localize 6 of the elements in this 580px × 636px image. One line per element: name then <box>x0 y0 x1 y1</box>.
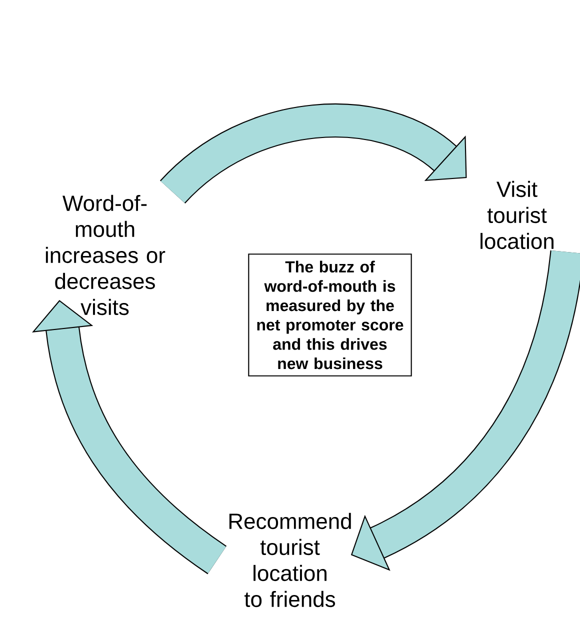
block-arrow <box>160 104 467 204</box>
step-label: Visit tourist location <box>480 180 554 250</box>
step-label: Recommend tourist location to friends <box>229 512 351 608</box>
center-box: The buzz of word-of-mouth is measured by the net promoter score and this drives new business <box>248 254 412 376</box>
block-arrow <box>32 300 227 574</box>
step-label: Word-of-mouth increases or decreases visits <box>46 194 166 316</box>
